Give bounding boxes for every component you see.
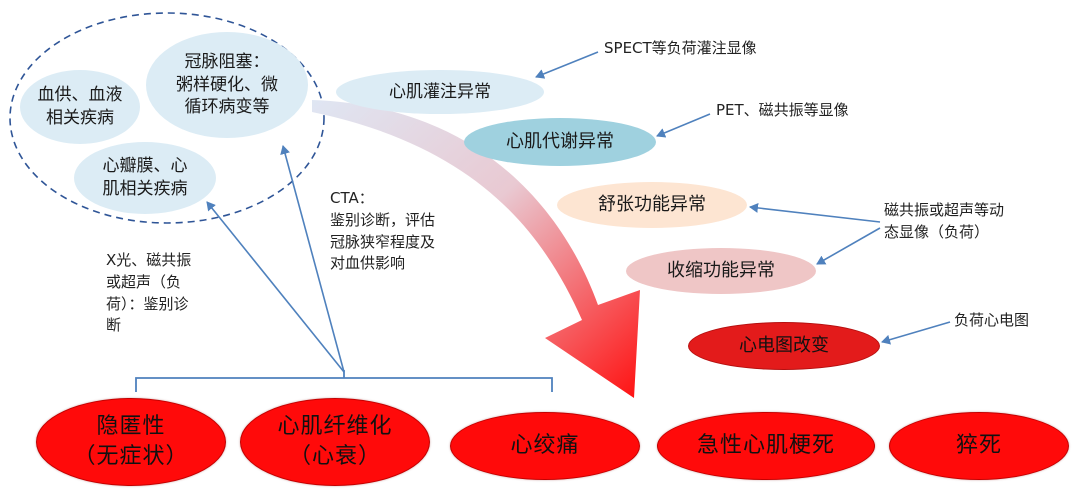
spect-note: SPECT等负荷灌注显像 [604, 38, 757, 60]
arrow-cta [280, 145, 345, 373]
outcome-sudden-death-ellipse: 猝死 [889, 412, 1069, 480]
metabolism-abnormal-label: 心肌代谢异常 [506, 130, 614, 152]
outcome-fibrosis-line1: 心肌纤维化 [277, 414, 393, 440]
arrow-xray [206, 201, 345, 373]
xray-note: X光、磁共振 或超声（负 荷）：鉴别诊 断 [106, 250, 191, 337]
perfusion-abnormal-label: 心肌灌注异常 [389, 81, 491, 102]
diastolic-abnormal-ellipse: 舒张功能异常 [557, 182, 747, 228]
progression-big-arrow [312, 100, 640, 398]
outcome-sudden-death-label: 猝死 [955, 433, 1002, 459]
cta-line1: CTA： [330, 189, 374, 207]
ecg-change-ellipse: 心电图改变 [688, 322, 880, 370]
diastolic-abnormal-label: 舒张功能异常 [598, 193, 706, 215]
arrow-dynamic-diastolic [749, 202, 881, 223]
xray-line2: 或超声（负 [106, 272, 182, 291]
cause-coronary-ellipse: 冠脉阻塞： 粥样硬化、微 循环病变等 [146, 32, 308, 138]
outcome-ami-ellipse: 急性心肌梗死 [657, 412, 875, 480]
arrow-dynamic-systolic [816, 227, 881, 265]
cause-valve-ellipse: 心瓣膜、心 肌相关疾病 [74, 142, 216, 214]
outcome-angina-ellipse: 心绞痛 [450, 412, 640, 480]
outcome-ami-label: 急性心肌梗死 [696, 433, 835, 459]
pet-note: PET、磁共振等显像 [716, 100, 849, 122]
pet-text: PET、磁共振等显像 [716, 101, 849, 119]
systolic-abnormal-label: 收缩功能异常 [667, 259, 775, 281]
arrow-spect [535, 51, 599, 79]
perfusion-abnormal-ellipse: 心肌灌注异常 [336, 70, 544, 114]
cta-line4: 对血供影响 [330, 254, 406, 273]
cause-coronary-line2: 粥样硬化、微 [176, 74, 278, 95]
cause-blood-ellipse: 血供、血液 相关疾病 [20, 70, 140, 144]
outcome-angina-label: 心绞痛 [510, 433, 580, 459]
stress-ecg-note: 负荷心电图 [954, 310, 1029, 332]
metabolism-abnormal-ellipse: 心肌代谢异常 [464, 118, 656, 166]
cause-group-dashed-circle [9, 12, 325, 224]
outcome-silent-ellipse: 隐匿性 （无症状） [36, 398, 226, 486]
cta-line2: 鉴别诊断，评估 [330, 210, 436, 229]
cause-blood-line1: 血供、血液 [37, 85, 123, 106]
dynamic-line2: 态显像（负荷） [884, 222, 990, 241]
cause-coronary-line1: 冠脉阻塞： [184, 51, 270, 72]
dynamic-imaging-note: 磁共振或超声等动 态显像（负荷） [884, 200, 1004, 244]
cta-line3: 冠脉狭窄程度及 [330, 232, 436, 251]
xray-line1: X光、磁共振 [106, 251, 192, 269]
cause-valve-line1: 心瓣膜、心 [102, 156, 188, 177]
stress-ecg-text: 负荷心电图 [954, 311, 1030, 329]
outcome-fibrosis-line2: （心衰） [288, 444, 381, 469]
xray-line4: 断 [106, 316, 122, 335]
cause-valve-line2: 肌相关疾病 [102, 179, 188, 199]
dynamic-line1: 磁共振或超声等动 [884, 201, 1005, 219]
systolic-abnormal-ellipse: 收缩功能异常 [626, 248, 816, 294]
outcome-silent-line2: （无症状） [73, 444, 189, 469]
xray-line3: 荷）：鉴别诊 [106, 294, 189, 313]
cta-note: CTA： 鉴别诊断，评估 冠脉狭窄程度及 对血供影响 [330, 188, 435, 275]
ecg-change-label: 心电图改变 [739, 334, 829, 356]
cause-blood-line2: 相关疾病 [46, 108, 114, 128]
outcome-silent-line1: 隐匿性 [96, 414, 166, 440]
cause-coronary-line3: 循环病变等 [184, 97, 270, 118]
outcome-fibrosis-ellipse: 心肌纤维化 （心衰） [240, 398, 430, 486]
spect-text: SPECT等负荷灌注显像 [604, 39, 757, 57]
arrow-stress-ecg [881, 321, 951, 345]
arrow-pet [656, 113, 711, 138]
